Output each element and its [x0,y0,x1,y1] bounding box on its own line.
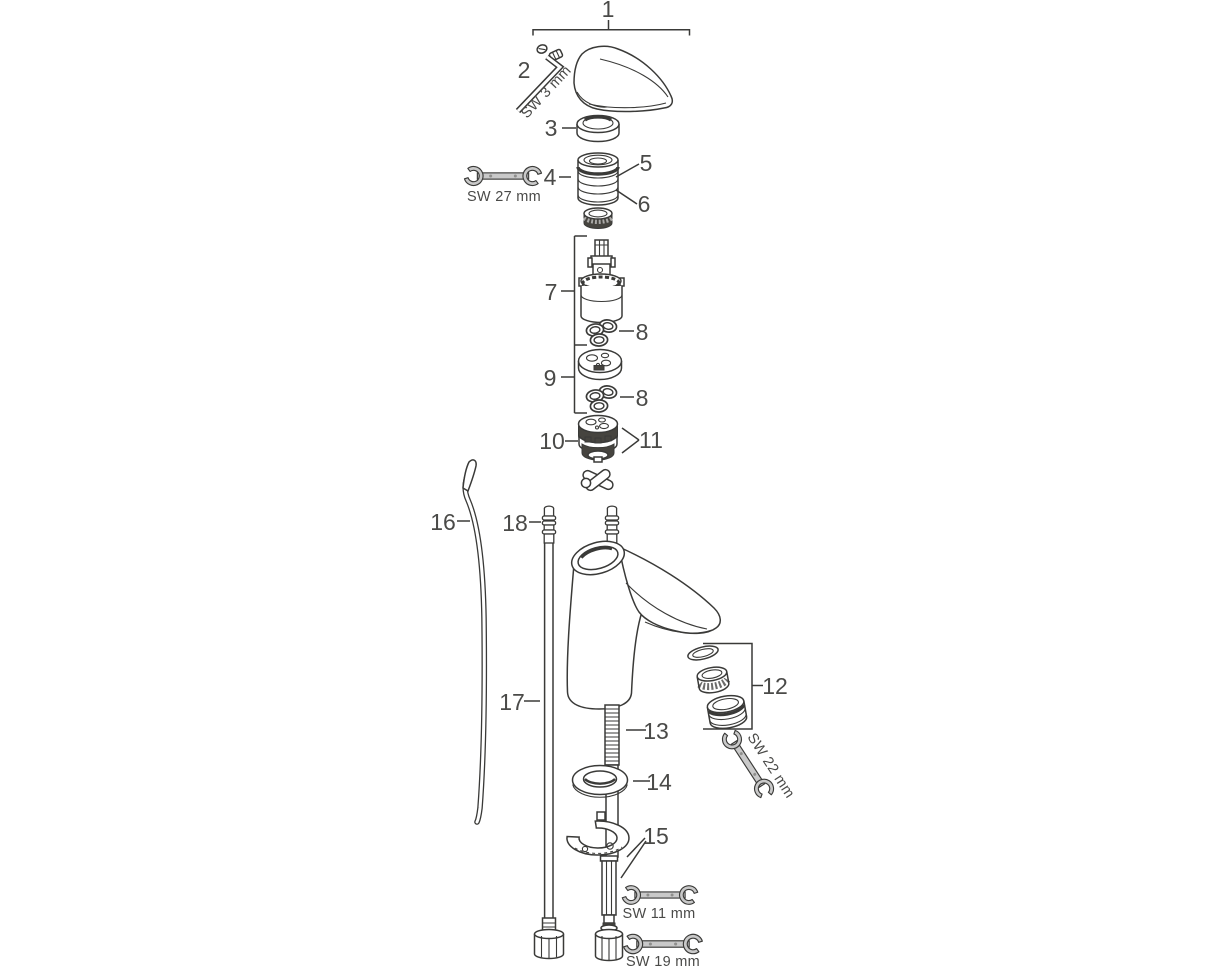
handle-lever [573,45,674,113]
faucet-body [566,540,721,710]
callout-8b: 8 [636,385,649,411]
callout-15: 15 [643,823,669,849]
callout-leaders [457,127,763,879]
callout-11: 11 [639,427,663,453]
cartridge [578,239,625,324]
aerator-set [687,645,748,730]
allen-key-icon [515,54,565,114]
callout-4: 4 [544,164,557,190]
wrench-27-icon [463,164,543,188]
callout-8a: 8 [636,319,649,345]
callout-16: 16 [430,509,456,535]
callout-7: 7 [545,279,558,305]
wrench-27-size-label: SW 27 mm [467,189,541,205]
wrench-11-size-label: SW 11 mm [622,906,695,922]
fastening-set [566,820,630,962]
callout-10: 10 [539,428,565,454]
o-ring-set-upper [584,317,619,348]
hose-end-nut [533,917,565,960]
o-ring-set-lower [584,383,619,414]
callout-6: 6 [638,191,651,217]
callout-18: 18 [502,510,528,536]
knurled-ring-nut [582,207,614,229]
callout-labels: 1 2 3 4 5 6 7 8 9 8 10 11 12 13 14 15 16… [430,0,788,849]
callout-14: 14 [646,769,672,795]
function-block [577,348,623,381]
callout-12: 12 [762,673,788,699]
callout-9: 9 [544,365,557,391]
callout-13: 13 [643,718,669,744]
wrench-19-icon [622,932,703,956]
supply-hose [541,505,557,925]
callout-3: 3 [545,115,558,141]
wrench-19-size-label: SW 19 mm [626,954,700,970]
wrench-11-icon [621,883,699,906]
callout-2: 2 [518,57,531,83]
flow-regulator-unit [577,414,619,463]
callout-17: 17 [499,689,525,715]
cross-gasket [580,468,614,492]
escutcheon-ring [576,114,620,143]
pop-up-rod [462,459,488,825]
callout-1: 1 [602,0,615,22]
base-seal-ring [571,764,629,798]
callout-5: 5 [640,150,653,176]
cartridge-sleeve [576,152,620,206]
